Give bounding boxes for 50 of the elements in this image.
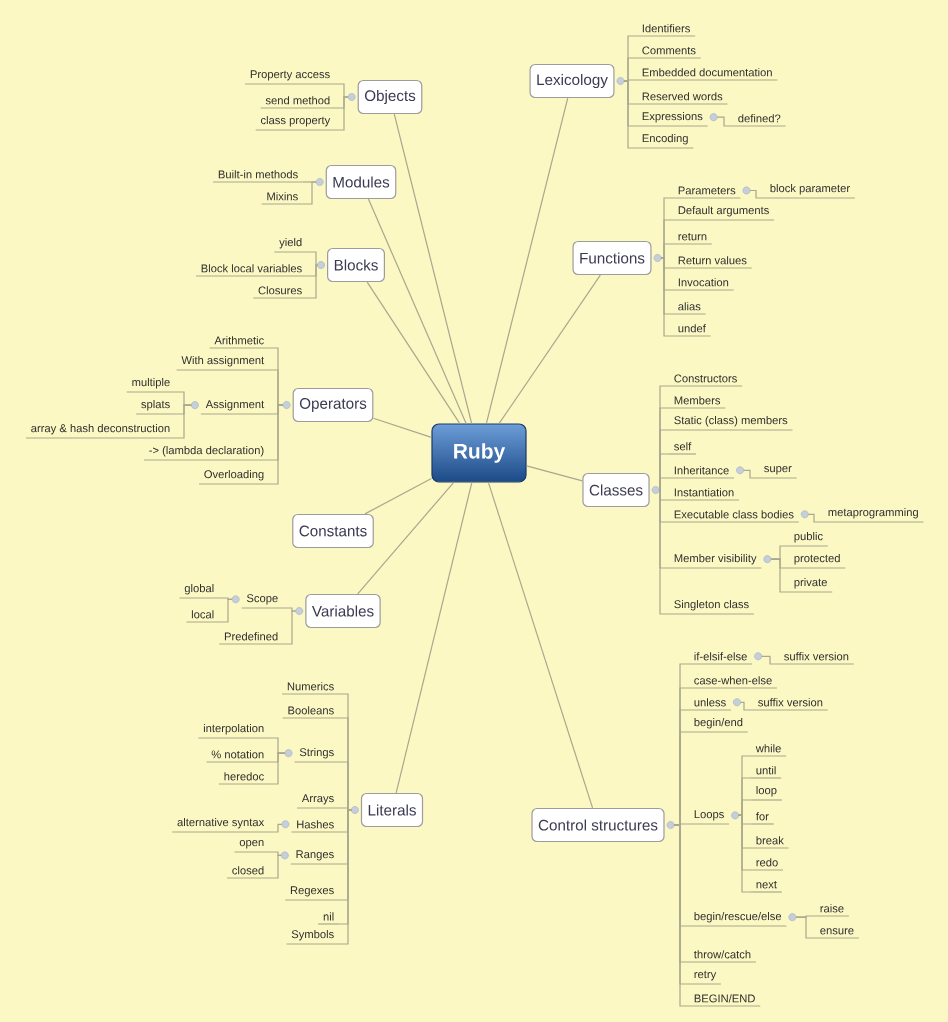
- branch-line: [393, 113, 473, 424]
- branch-line: [770, 558, 790, 593]
- branch-line: [268, 854, 282, 879]
- branch-line: [623, 57, 638, 82]
- branch-line: [795, 916, 816, 939]
- branch-line: [395, 482, 473, 794]
- central-topic-box: Ruby: [431, 423, 527, 483]
- branch-line: [334, 83, 349, 98]
- branch-line: [218, 598, 233, 623]
- branch-line: [623, 80, 638, 149]
- branch-line: [268, 851, 282, 856]
- branch-line: [526, 465, 583, 482]
- branch-line: [268, 369, 284, 406]
- branch-line: [338, 761, 352, 811]
- branch-line: [749, 189, 766, 199]
- branch-line: [660, 257, 674, 337]
- branch-line: [282, 610, 297, 645]
- branch-line: [740, 701, 754, 711]
- branch-line: [487, 482, 594, 809]
- branch-line: [743, 469, 760, 479]
- branch-line: [306, 251, 319, 266]
- branch-line: [498, 274, 601, 424]
- branch-line: [367, 198, 467, 424]
- branch-line: [807, 513, 824, 523]
- branch-line: [673, 823, 690, 826]
- branch-line: [673, 731, 690, 826]
- branch-line: [364, 477, 432, 515]
- branch-line: [174, 404, 192, 439]
- branch-line: [282, 607, 297, 612]
- branch-line: [716, 116, 734, 127]
- branch-line: [357, 482, 455, 595]
- branch-line: [658, 489, 670, 615]
- branch-line: [658, 477, 670, 491]
- branch-line: [268, 404, 284, 485]
- branch-line: [372, 417, 432, 438]
- branch-line: [623, 79, 638, 82]
- branch-line: [302, 181, 317, 205]
- branch-line: [485, 97, 569, 424]
- branch-line: [738, 814, 752, 893]
- branch-line: [338, 807, 352, 811]
- branch-line: [366, 281, 461, 424]
- branch-line: [761, 655, 780, 665]
- branch-line: [660, 243, 674, 259]
- branch-line: [218, 597, 233, 600]
- branch-line: [306, 264, 319, 299]
- branch-line: [738, 799, 752, 816]
- branch-line: [268, 752, 286, 785]
- branch-line: [268, 823, 283, 833]
- branch-line: [302, 181, 317, 183]
- branch-line: [334, 96, 349, 131]
